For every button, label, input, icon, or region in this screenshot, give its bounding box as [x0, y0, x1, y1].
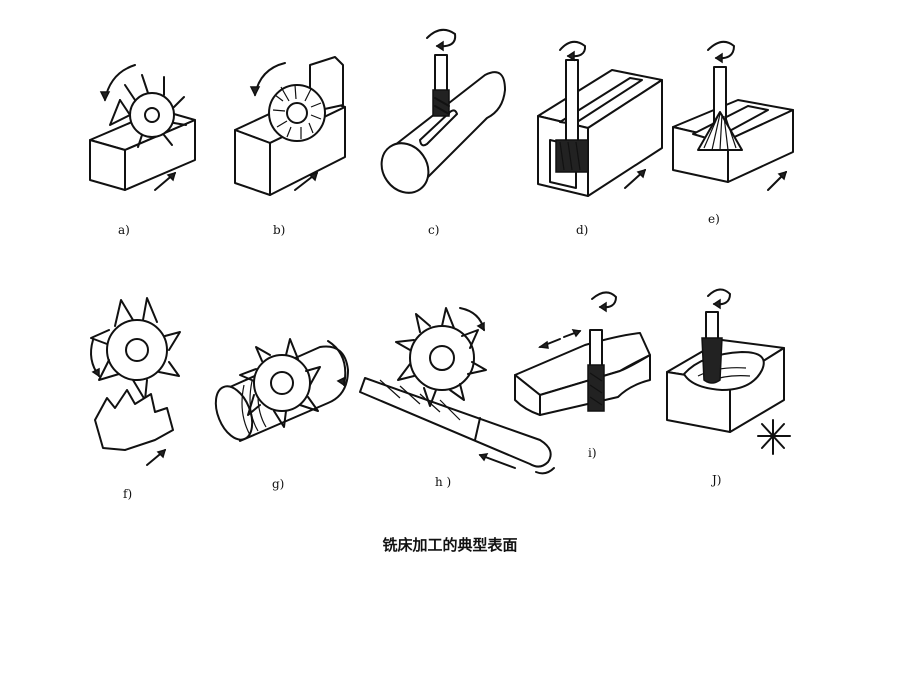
label-i: i) [588, 446, 597, 460]
label-g: g) [272, 477, 285, 491]
illustration-f-gear-milling [85, 290, 185, 470]
illustration-d-t-slot-milling [530, 38, 670, 208]
illustration-e-angle-milling [668, 22, 798, 202]
label-d: d) [576, 223, 589, 237]
label-j: J) [712, 473, 722, 487]
label-f: f) [123, 487, 133, 501]
illustration-b-cylindrical-milling-plane [225, 55, 355, 205]
label-e: e) [708, 212, 720, 226]
label-c: c) [428, 223, 440, 237]
illustration-i-profile-milling [510, 285, 660, 435]
figure-caption: 铣床加工的典型表面 [382, 536, 518, 554]
illustration-g-thread-milling [210, 325, 360, 455]
illustration-a-face-milling-plane [80, 55, 200, 205]
illustration-j-cavity-milling [662, 282, 802, 472]
label-a: a) [118, 223, 130, 237]
label-h: h ) [435, 475, 452, 489]
label-b: b) [273, 223, 286, 237]
illustration-c-keyway-milling-shaft [375, 20, 510, 205]
illustration-h-spiral-groove-milling [359, 300, 565, 480]
